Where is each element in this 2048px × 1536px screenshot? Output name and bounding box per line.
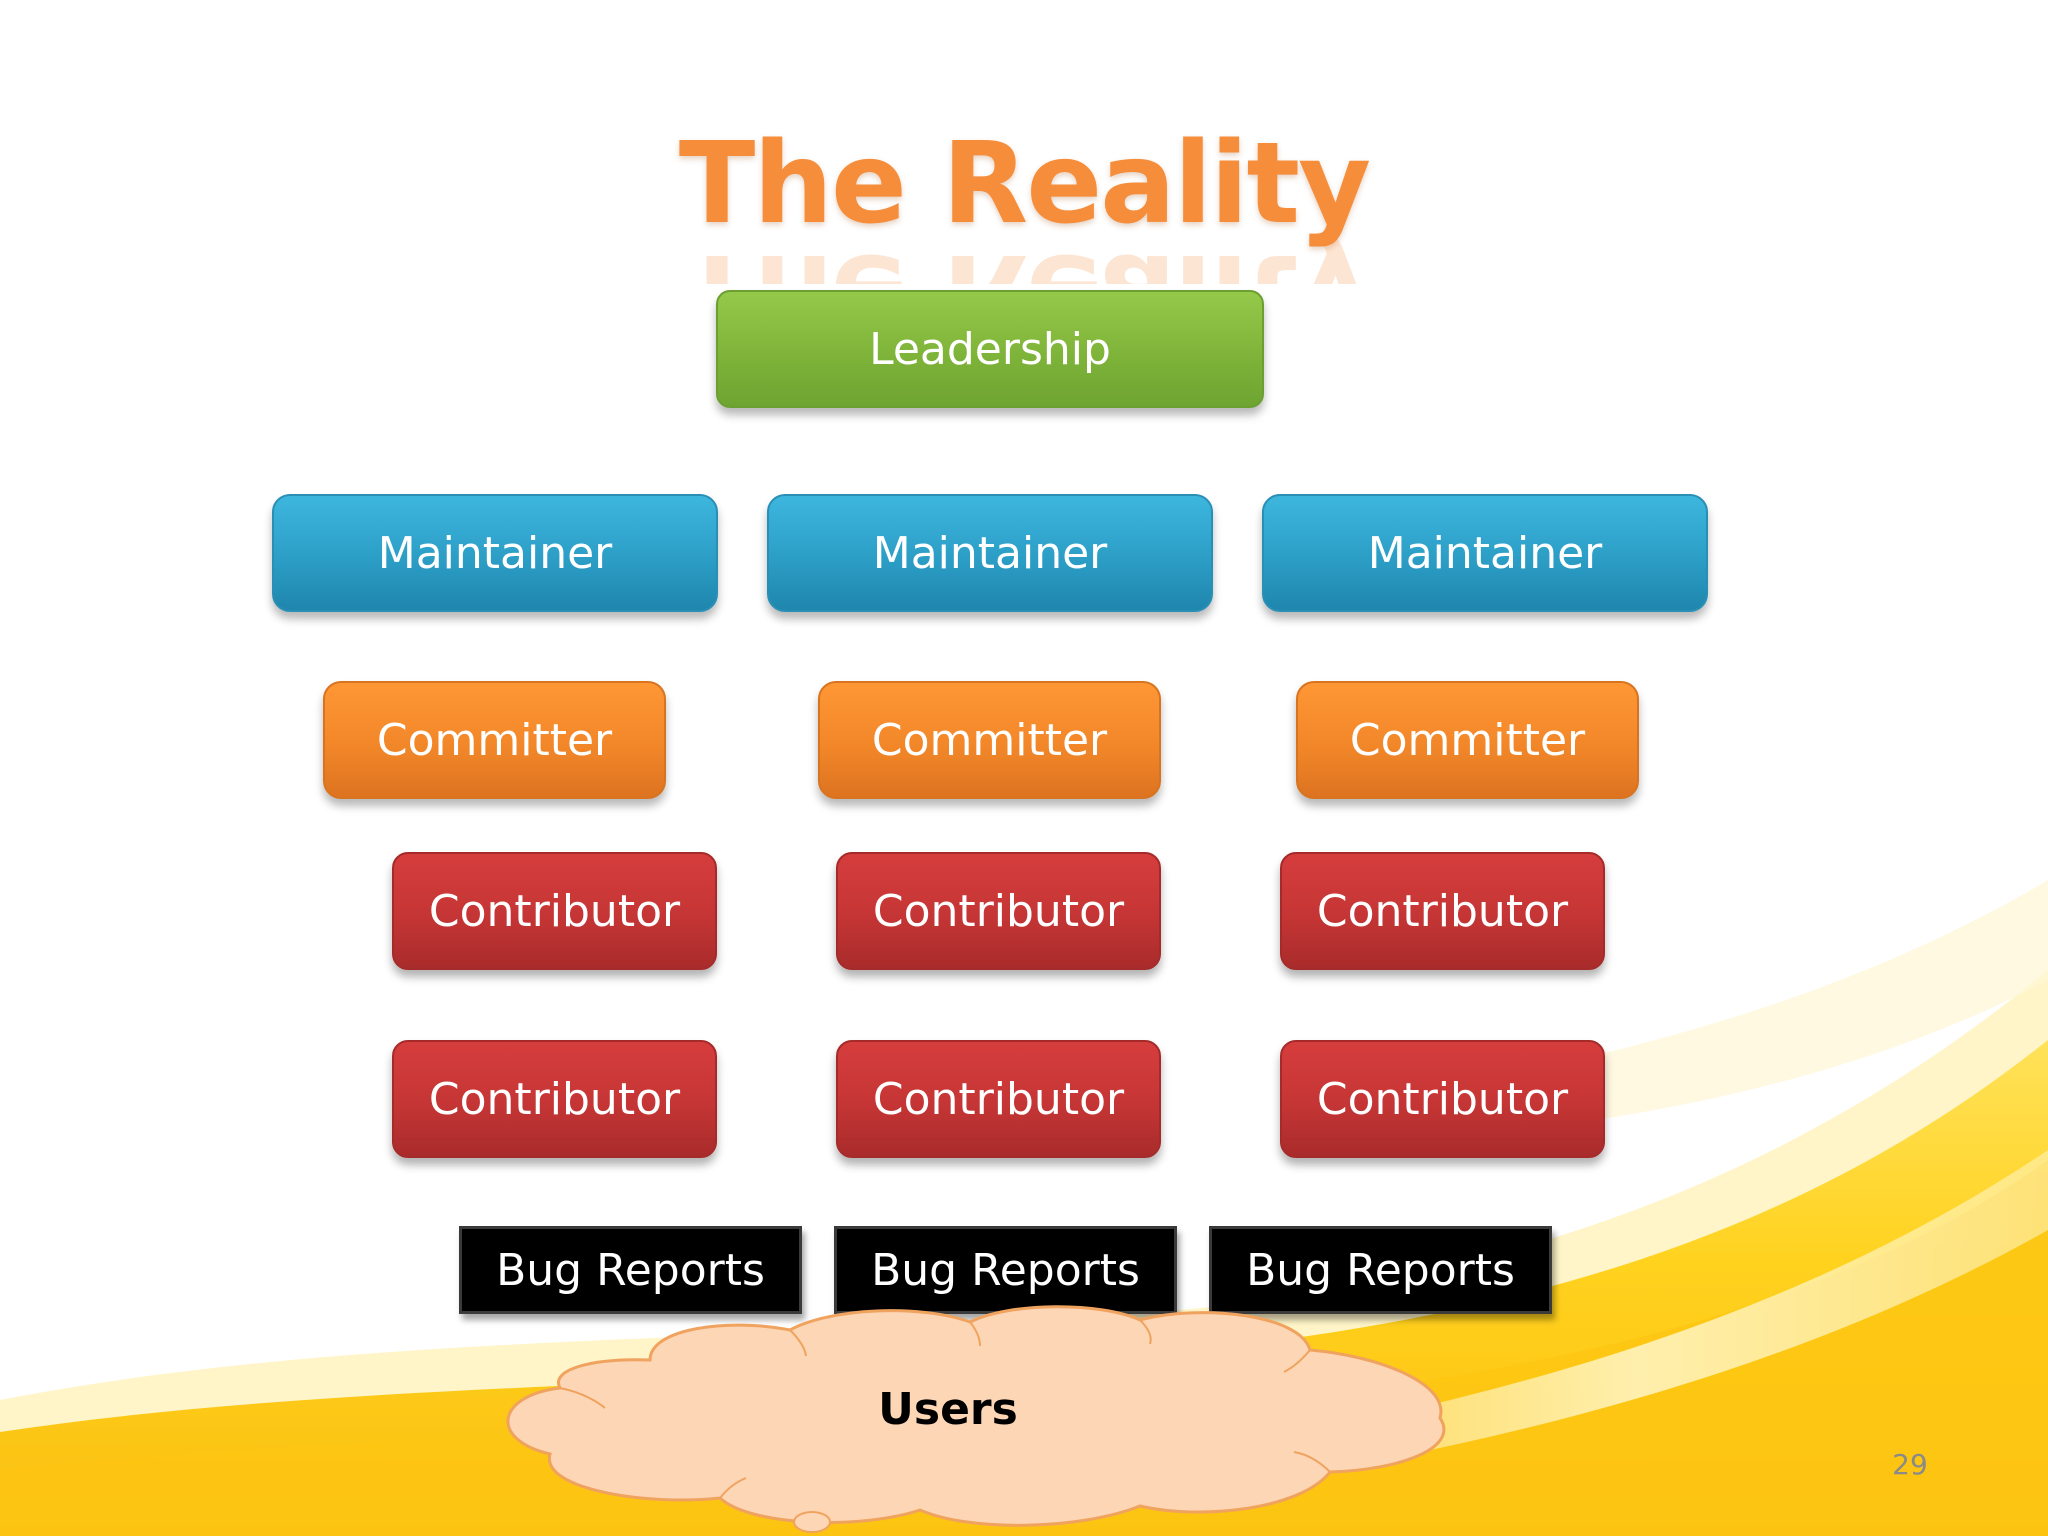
maintainer-label-1: Maintainer [377,527,613,579]
committer-box-2: Committer [818,681,1161,799]
contributor-box-4: Contributor [392,1040,717,1158]
committer-label-1: Committer [376,714,613,766]
contributor-box-6: Contributor [1280,1040,1605,1158]
contributor-label-3: Contributor [1316,885,1569,937]
committer-label-3: Committer [1349,714,1586,766]
maintainer-label-2: Maintainer [872,527,1108,579]
bug-reports-box-1: Bug Reports [459,1226,802,1314]
contributor-box-3: Contributor [1280,852,1605,970]
leadership-label: Leadership [869,323,1111,375]
maintainer-box-2: Maintainer [767,494,1213,612]
maintainer-box-3: Maintainer [1262,494,1708,612]
contributor-label-2: Contributor [872,885,1125,937]
contributor-label-5: Contributor [872,1073,1125,1125]
maintainer-label-3: Maintainer [1367,527,1603,579]
contributor-label-6: Contributor [1316,1073,1569,1125]
contributor-label-1: Contributor [428,885,681,937]
committer-box-1: Committer [323,681,666,799]
slide-title-reflection: The Reality [0,238,2048,284]
contributor-box-1: Contributor [392,852,717,970]
maintainer-box-1: Maintainer [272,494,718,612]
page-number: 29 [1892,1448,1928,1481]
bug-reports-label-3: Bug Reports [1246,1244,1515,1296]
bug-reports-label-2: Bug Reports [871,1244,1140,1296]
committer-label-2: Committer [871,714,1108,766]
contributor-box-2: Contributor [836,852,1161,970]
leadership-box: Leadership [716,290,1264,408]
slide-title: The Reality [678,119,1371,249]
slide-title-reflection-text: The Reality [679,238,1369,284]
contributor-box-5: Contributor [836,1040,1161,1158]
users-cloud [506,1305,1446,1533]
contributor-label-4: Contributor [428,1073,681,1125]
committer-box-3: Committer [1296,681,1639,799]
users-label: Users [878,1384,1018,1435]
bug-reports-box-3: Bug Reports [1209,1226,1552,1314]
bug-reports-label-1: Bug Reports [496,1244,765,1296]
